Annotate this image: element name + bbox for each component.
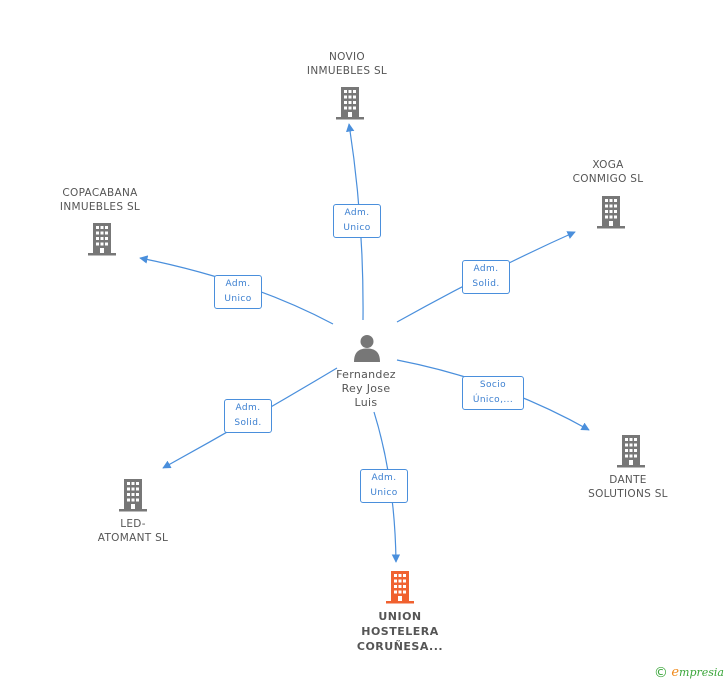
person-icon (354, 335, 380, 362)
company-label-union[interactable]: UNION HOSTELERA CORUÑESA... (356, 610, 444, 653)
building-icon (617, 435, 645, 468)
relation-label-led[interactable]: Adm. Solid. (224, 399, 272, 433)
person-name[interactable]: Fernandez Rey Jose Luis (336, 368, 396, 409)
relation-label-union[interactable]: Adm. Unico (360, 469, 408, 503)
building-icon (88, 223, 116, 256)
building-icon (336, 87, 364, 120)
relation-label-dante[interactable]: Socio Único,... (462, 376, 524, 410)
company-label-novio[interactable]: NOVIO INMUEBLES SL (306, 51, 388, 77)
copyright-icon: © (653, 665, 668, 681)
building-icon (597, 196, 625, 229)
company-label-xoga[interactable]: XOGA CONMIGO SL (572, 159, 644, 185)
relation-label-copacabana[interactable]: Adm. Unico (214, 275, 262, 309)
relation-label-xoga[interactable]: Adm. Solid. (462, 260, 510, 294)
building-icon (386, 571, 414, 604)
empresia-logo[interactable]: © empresia (653, 665, 724, 681)
company-label-copacabana[interactable]: COPACABANA INMUEBLES SL (59, 187, 141, 213)
relation-label-novio[interactable]: Adm. Unico (333, 204, 381, 238)
building-icon (119, 479, 147, 512)
company-label-led[interactable]: LED- ATOMANT SL (97, 518, 169, 544)
company-label-dante[interactable]: DANTE SOLUTIONS SL (588, 474, 668, 500)
